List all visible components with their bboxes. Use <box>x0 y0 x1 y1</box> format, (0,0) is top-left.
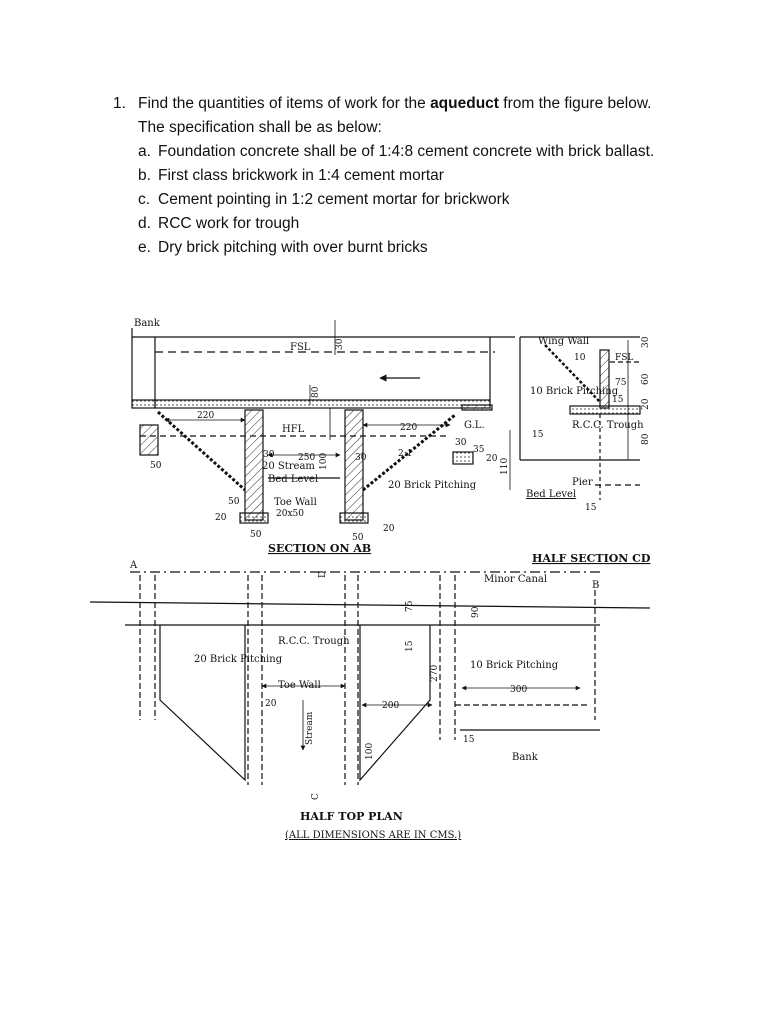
dim-30-cd: 30 <box>641 336 651 348</box>
hfl-label: HFL <box>282 424 305 435</box>
fsl-cd-label: FSL <box>615 353 633 363</box>
dim-60: 60 <box>641 373 651 385</box>
dim-270-plan: 270 <box>430 665 440 682</box>
slope-2-1: 2:1 <box>398 449 412 459</box>
spec-item: e. Dry brick pitching with over burnt bri… <box>138 236 673 260</box>
dim-30-c: 30 <box>455 438 467 448</box>
dim-75-plan: 75 <box>405 600 415 612</box>
section-ab-title: SECTION ON AB <box>268 542 371 555</box>
toe-wall-size: 20x50 <box>276 509 304 519</box>
section-ab <box>131 320 515 524</box>
pitching-10-label: 10 Brick Pitching <box>530 386 619 397</box>
spec-label: a. <box>138 143 151 160</box>
dim-100: 100 <box>319 453 329 470</box>
dim-15-plan-a: 15 <box>405 640 415 652</box>
dim-220-right: 220 <box>400 423 417 433</box>
aqueduct-drawing: Bank FSL HFL 220 220 250 20 Stream Bed L… <box>89 318 651 841</box>
intro-text: Find the quantities of items of work for… <box>138 95 431 112</box>
spec-item: b. First class brickwork in 1:4 cement mo… <box>138 164 673 188</box>
gl-label: G.L. <box>464 420 485 431</box>
dim-20-b: 20 <box>383 524 395 534</box>
dim-300-plan: 300 <box>510 685 527 695</box>
rcc-trough-label: R.C.C. Trough <box>572 420 644 431</box>
question-text: Find the quantities of items of work for… <box>138 92 673 140</box>
point-a: A <box>129 560 138 571</box>
half-top-plan-labels: A B D C Minor Canal 75 15 90 270 R.C.C. … <box>129 560 599 841</box>
bank-plan-label: Bank <box>512 752 539 763</box>
spec-text: First class brickwork in 1:4 cement mort… <box>158 167 444 184</box>
intro-text-end: from the figure below. The specification… <box>138 95 652 136</box>
question-intro: 1. Find the quantities of items of work … <box>113 92 673 140</box>
dim-75: 75 <box>615 378 627 388</box>
pier-label: Pier <box>572 477 593 488</box>
half-section-cd-title: HALF SECTION CD <box>532 552 651 565</box>
dimensions-note: (ALL DIMENSIONS ARE IN CMS.) <box>285 830 461 841</box>
dim-10: 10 <box>574 353 586 363</box>
question-number: 1. <box>113 95 126 112</box>
stream-plan-label: Stream <box>305 711 315 745</box>
dim-90-plan: 90 <box>471 606 481 618</box>
intro-bold-word: aqueduct <box>430 95 499 112</box>
dim-15-c: 15 <box>585 503 597 513</box>
half-section-cd-labels: Wing Wall 10 10 Brick Pitching R.C.C. Tr… <box>526 336 651 565</box>
brick-pitching-label: 20 Brick Pitching <box>388 480 477 491</box>
stream-label: 20 Stream <box>262 461 315 472</box>
dim-200-plan: 200 <box>382 701 399 711</box>
pitching-20-plan-label: 20 Brick Pitching <box>194 654 283 665</box>
spec-item: a. Foundation concrete shall be of 1:4:8 … <box>138 140 673 164</box>
dim-50-d: 50 <box>352 533 364 543</box>
fsl-label: FSL <box>290 342 311 353</box>
spec-item: c. Cement pointing in 1:2 cement mortar f… <box>138 188 673 212</box>
half-top-plan-title: HALF TOP PLAN <box>300 810 403 823</box>
dim-20-plan: 20 <box>265 699 277 709</box>
question-block: 1. Find the quantities of items of work … <box>113 92 673 260</box>
toe-wall-label: Toe Wall <box>274 497 317 508</box>
spec-label: d. <box>138 215 151 232</box>
dim-15-plan-b: 15 <box>463 735 475 745</box>
bank-label: Bank <box>134 318 161 329</box>
bed-level-label: Bed Level <box>268 474 318 485</box>
section-ab-labels: Bank FSL HFL 220 220 250 20 Stream Bed L… <box>134 318 510 555</box>
spec-text: Dry brick pitching with over burnt brick… <box>158 239 428 256</box>
point-d: D <box>318 571 328 578</box>
dim-20-a: 20 <box>215 513 227 523</box>
wing-wall-label: Wing Wall <box>538 336 589 347</box>
dim-110: 110 <box>500 458 510 475</box>
spec-item: d. RCC work for trough <box>138 212 673 236</box>
dim-20-c: 20 <box>486 454 498 464</box>
dim-100-plan: 100 <box>365 743 375 760</box>
dim-220-left: 220 <box>197 411 214 421</box>
toe-wall-plan-label: Toe Wall <box>278 680 321 691</box>
dim-50-a: 50 <box>150 461 162 471</box>
dim-15-b: 15 <box>612 395 624 405</box>
point-b: B <box>592 580 599 591</box>
dim-30-b: 30 <box>355 453 367 463</box>
specification-list: a. Foundation concrete shall be of 1:4:8 … <box>138 140 673 260</box>
dim-35: 35 <box>473 445 485 455</box>
spec-label: b. <box>138 167 151 184</box>
half-section-cd <box>519 336 641 500</box>
minor-canal-label: Minor Canal <box>484 574 547 585</box>
dim-30-a: 30 <box>263 450 275 460</box>
half-top-plan <box>89 571 651 785</box>
spec-label: e. <box>138 239 151 256</box>
spec-text: Cement pointing in 1:2 cement mortar for… <box>158 191 510 208</box>
bed-level-cd-label: Bed Level <box>526 489 576 500</box>
pitching-10-plan-label: 10 Brick Pitching <box>470 660 559 671</box>
spec-text: Foundation concrete shall be of 1:4:8 ce… <box>158 143 655 160</box>
point-c: C <box>311 793 321 800</box>
spec-label: c. <box>138 191 151 208</box>
dim-20-cd: 20 <box>641 398 651 410</box>
dim-250: 250 <box>298 453 315 463</box>
dim-80-cd: 80 <box>641 433 651 445</box>
dim-80: 80 <box>311 386 321 398</box>
dim-15-a: 15 <box>532 430 544 440</box>
rcc-trough-plan-label: R.C.C. Trough <box>278 636 350 647</box>
dim-50-c: 50 <box>250 530 262 540</box>
dim-50-b: 50 <box>228 497 240 507</box>
dim-30-top: 30 <box>335 338 345 350</box>
spec-text: RCC work for trough <box>158 215 300 232</box>
